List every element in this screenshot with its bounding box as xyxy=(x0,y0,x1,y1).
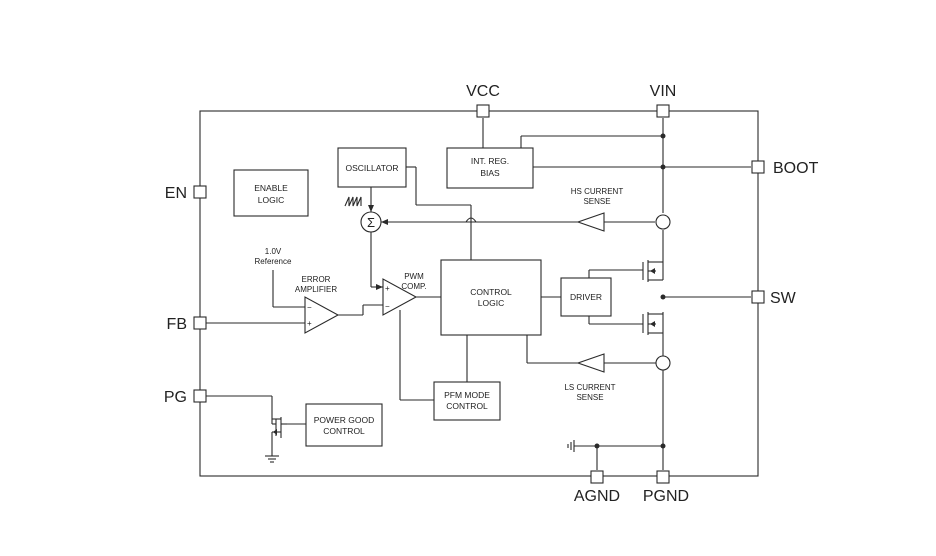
int-reg-line1: INT. REG. xyxy=(471,156,509,166)
power-good-control-block: POWER GOOD CONTROL xyxy=(305,403,383,447)
vin-label: VIN xyxy=(650,83,677,100)
ground-icon xyxy=(265,455,279,463)
control-logic-line2: LOGIC xyxy=(478,298,504,308)
svg-text:−: − xyxy=(307,303,312,312)
pg-label: PG xyxy=(164,389,187,406)
pwm-comparator: + − xyxy=(382,278,418,316)
ls-sense-point xyxy=(655,355,671,371)
reference-line2: Reference xyxy=(255,257,292,266)
en-pin xyxy=(193,185,207,199)
error-amplifier-line1: ERROR xyxy=(302,275,331,284)
hs-current-sense-line1: HS CURRENT xyxy=(571,187,624,196)
agnd-pin xyxy=(590,470,604,484)
fb-label: FB xyxy=(167,316,187,333)
oscillator-block: OSCILLATOR xyxy=(337,147,407,188)
int-reg-bias-block: INT. REG. BIAS xyxy=(446,147,534,189)
error-amplifier: − + xyxy=(304,296,340,334)
vcc-pin xyxy=(476,104,490,118)
summer: Σ xyxy=(360,211,382,233)
svg-text:+: + xyxy=(385,284,390,293)
pfm-line1: PFM MODE xyxy=(444,390,490,400)
svg-text:+: + xyxy=(307,319,312,328)
pwm-comp-line2: COMP. xyxy=(401,282,426,291)
enable-logic-line2: LOGIC xyxy=(258,195,284,205)
vin-pin xyxy=(656,104,670,118)
ls-current-sense-line1: LS CURRENT xyxy=(564,383,615,392)
summer-symbol: Σ xyxy=(367,215,375,230)
sw-pin xyxy=(751,290,765,304)
pg-pin xyxy=(193,389,207,403)
boot-label: BOOT xyxy=(773,160,819,177)
low-side-mosfet xyxy=(642,312,663,335)
vcc-label: VCC xyxy=(466,83,500,100)
hs-sense-point xyxy=(655,214,671,230)
sw-label: SW xyxy=(770,290,797,307)
hs-current-sense-line2: SENSE xyxy=(583,197,610,206)
reference-line1: 1.0V xyxy=(265,247,282,256)
sawtooth-icon xyxy=(344,196,362,207)
power-good-line2: CONTROL xyxy=(323,426,365,436)
high-side-mosfet xyxy=(642,260,663,282)
driver-label: DRIVER xyxy=(570,292,602,302)
fb-pin xyxy=(193,316,207,330)
pgnd-pin xyxy=(656,470,670,484)
pfm-line2: CONTROL xyxy=(446,401,488,411)
pfm-mode-control-block: PFM MODE CONTROL xyxy=(433,381,501,421)
pgnd-label: PGND xyxy=(643,488,689,505)
driver-block: DRIVER xyxy=(560,277,612,317)
error-amplifier-line2: AMPLIFIER xyxy=(295,285,337,294)
agnd-label: AGND xyxy=(574,488,620,505)
control-logic-block: CONTROL LOGIC xyxy=(440,259,542,336)
wires xyxy=(206,118,751,470)
power-good-mosfet xyxy=(272,417,287,438)
control-logic-line1: CONTROL xyxy=(470,287,512,297)
ls-current-sense-amp xyxy=(576,353,605,373)
enable-logic-line1: ENABLE xyxy=(254,183,288,193)
ls-current-sense-line2: SENSE xyxy=(576,393,603,402)
boot-pin xyxy=(751,160,765,174)
enable-logic-block: ENABLE LOGIC xyxy=(233,169,309,217)
pwm-comp-line1: PWM xyxy=(404,272,424,281)
power-good-line1: POWER GOOD xyxy=(314,415,374,425)
hs-current-sense-amp xyxy=(576,212,605,232)
en-label: EN xyxy=(165,185,187,202)
int-reg-line2: BIAS xyxy=(480,168,500,178)
svg-text:−: − xyxy=(385,302,390,311)
agnd-ground-icon xyxy=(567,440,575,452)
oscillator-label: OSCILLATOR xyxy=(345,163,398,173)
